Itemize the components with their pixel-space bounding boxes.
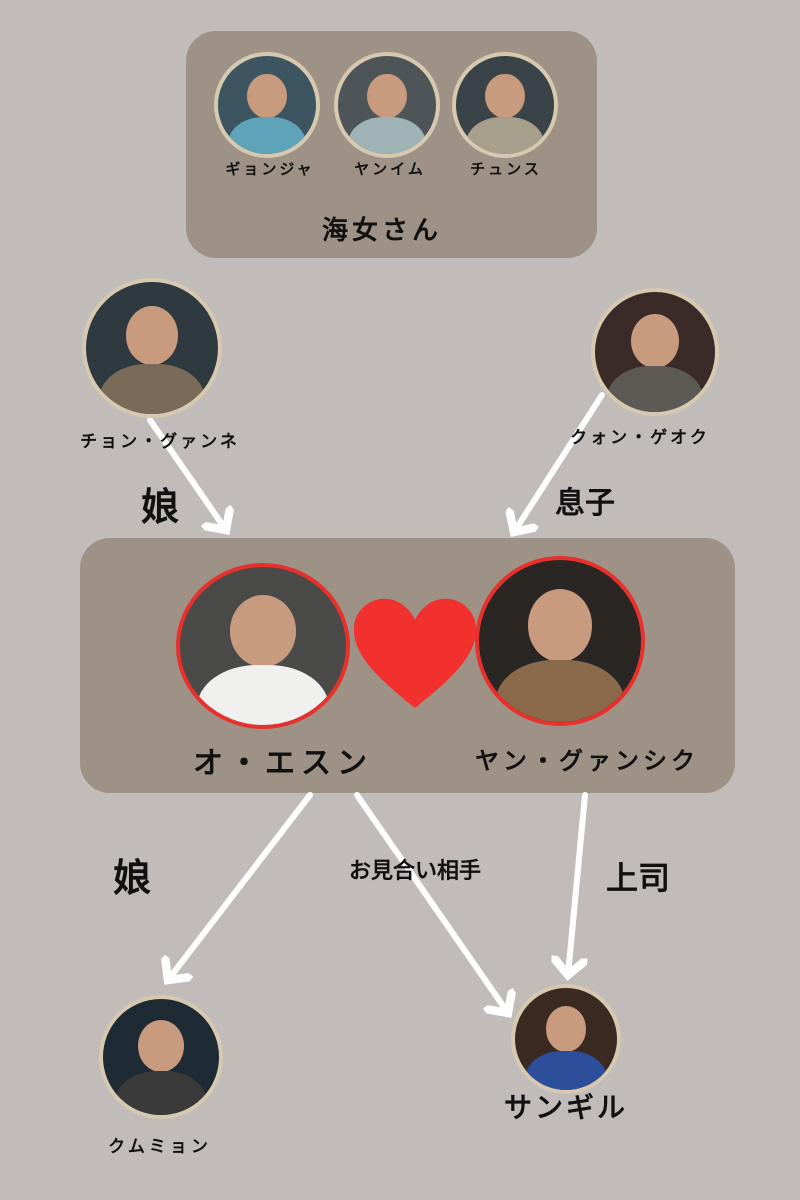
name-gyeok: クォン・ゲオク [570,428,710,448]
portrait-gyeongja [214,52,320,158]
relation-label-daughter-1: 娘 [140,485,180,529]
group-title: 海女さん [321,216,443,246]
relation-label-daughter-2: 娘 [112,856,152,900]
arrow-aesun-sangil [354,792,508,1013]
arrow-aesun-kummyeong [168,792,313,980]
name-yangim: ヤンイム [354,160,426,178]
name-gwansik: ヤン・グァンシク [475,747,699,775]
name-sangil: サンギル [503,1091,629,1124]
relation-label-boss: 上司 [605,859,671,897]
portrait-kummyeong [99,995,223,1119]
portrait-aesun [176,563,350,729]
relation-label-matchmaking: お見合い相手 [348,859,482,884]
portrait-gyeok [591,288,719,416]
relation-label-son: 息子 [555,486,615,521]
name-gyeongja: ギョンジャ [225,160,315,178]
portrait-gwansik [475,556,645,726]
name-chunsu: チュンス [470,160,542,178]
heart-icon [353,598,477,708]
name-aesun: オ・エスン [193,746,373,781]
portrait-gwanne [82,278,222,418]
portrait-sangil [511,984,621,1094]
portrait-chunsu [452,52,558,158]
arrow-gwansik-sangil [568,792,588,975]
arrow-gwanne-aesun [147,417,226,530]
name-kummyeong: クムミョン [108,1137,212,1157]
name-gwanne: チョン・グァンネ [80,432,240,452]
arrow-gyeok-gwansik [514,392,605,532]
portrait-yangim [334,52,440,158]
